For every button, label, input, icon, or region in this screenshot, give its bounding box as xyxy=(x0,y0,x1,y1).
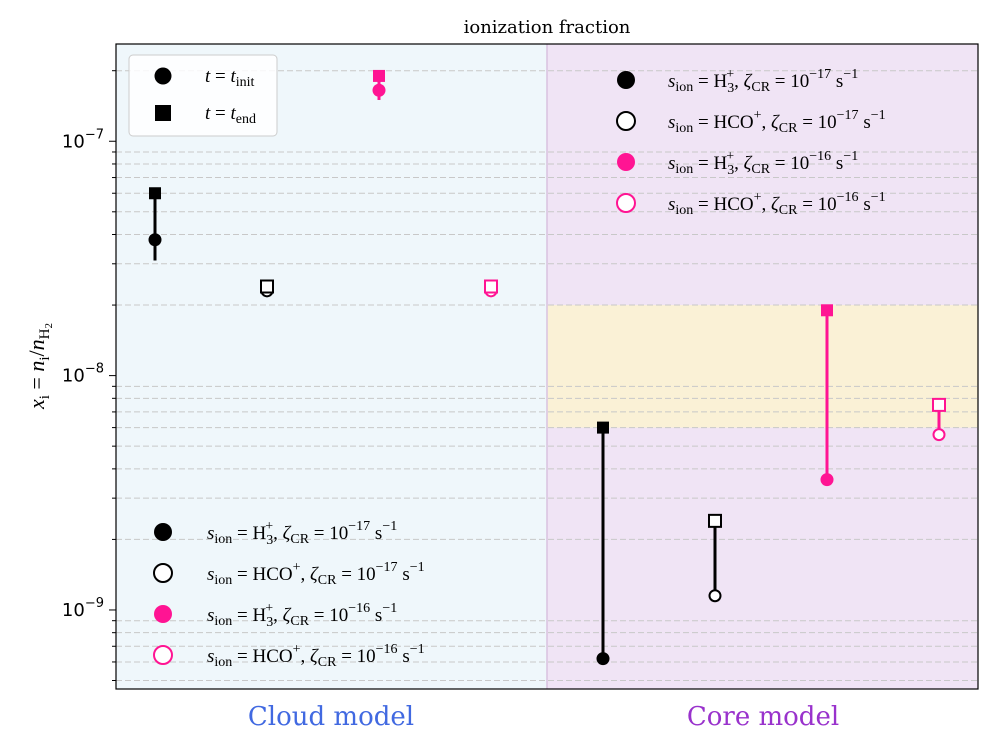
t-end-point xyxy=(260,279,274,294)
legend-series-marker xyxy=(154,605,172,623)
legend-series-marker xyxy=(616,111,636,131)
cloud-region-background xyxy=(116,44,547,689)
legend-series-label: sion = HCO+, ζCR = 10−16 s−1 xyxy=(207,642,425,670)
t-end-point xyxy=(597,421,609,434)
t-init-point xyxy=(932,428,946,442)
t-init-point xyxy=(820,473,834,487)
legend-series-label: sion = H3+, ζCR = 10−17 s−1 xyxy=(668,67,858,96)
t-end-point xyxy=(821,304,833,317)
y-tick-label: 10−9 xyxy=(62,596,104,621)
legend-series-marker xyxy=(617,153,635,171)
legend-series-label: sion = HCO+, ζCR = 10−16 s−1 xyxy=(668,190,886,218)
data-marks xyxy=(148,69,946,666)
legend-series-marker xyxy=(153,645,173,665)
legend-series-marker xyxy=(616,193,636,213)
t-end-point xyxy=(932,397,946,412)
t-end-point xyxy=(149,187,161,200)
legend-series-marker xyxy=(617,71,635,89)
t-init-point xyxy=(708,589,722,603)
legend-series-marker xyxy=(154,523,172,541)
marker-legend: t = tinit t = tend xyxy=(128,54,278,137)
legend-square-marker xyxy=(155,105,171,121)
legend-series-label: sion = HCO+, ζCR = 10−17 s−1 xyxy=(668,108,886,136)
cloud-model-label: Cloud model xyxy=(248,702,414,732)
y-tick-label: 10−7 xyxy=(62,127,104,152)
y-tick-label: 10−8 xyxy=(62,362,104,387)
shaded-band xyxy=(547,305,978,428)
core-model-label: Core model xyxy=(687,702,839,732)
t-end-point xyxy=(484,279,498,294)
y-axis-ticks: 10−9 10−8 10−7 xyxy=(62,70,116,682)
t-init-point xyxy=(372,83,386,97)
legend-circle-marker xyxy=(154,67,172,85)
legend-series-label: sion = H3+, ζCR = 10−16 s−1 xyxy=(207,601,397,630)
series-legend-cloud: sion = H3+, ζCR = 10−17 s−1 sion = HCO+, … xyxy=(153,519,425,670)
t-init-point xyxy=(148,233,162,247)
legend-series-label: sion = HCO+, ζCR = 10−17 s−1 xyxy=(207,560,425,588)
plot-frame xyxy=(115,43,979,690)
t-init-point xyxy=(596,652,610,666)
legend-t-init: t = tinit xyxy=(205,66,255,90)
series-legend-core: sion = H3+, ζCR = 10−17 s−1 sion = HCO+, … xyxy=(616,67,886,218)
t-end-point xyxy=(708,513,722,528)
legend-t-end: t = tend xyxy=(205,103,256,127)
legend-series-label: sion = H3+, ζCR = 10−16 s−1 xyxy=(668,149,858,178)
y-axis-label: xi = ni/nH2 xyxy=(24,323,55,410)
legend-series-label: sion = H3+, ζCR = 10−17 s−1 xyxy=(207,519,397,548)
chart-title: ionization fraction xyxy=(464,17,631,38)
legend-series-marker xyxy=(153,563,173,583)
t-end-point xyxy=(373,69,385,82)
